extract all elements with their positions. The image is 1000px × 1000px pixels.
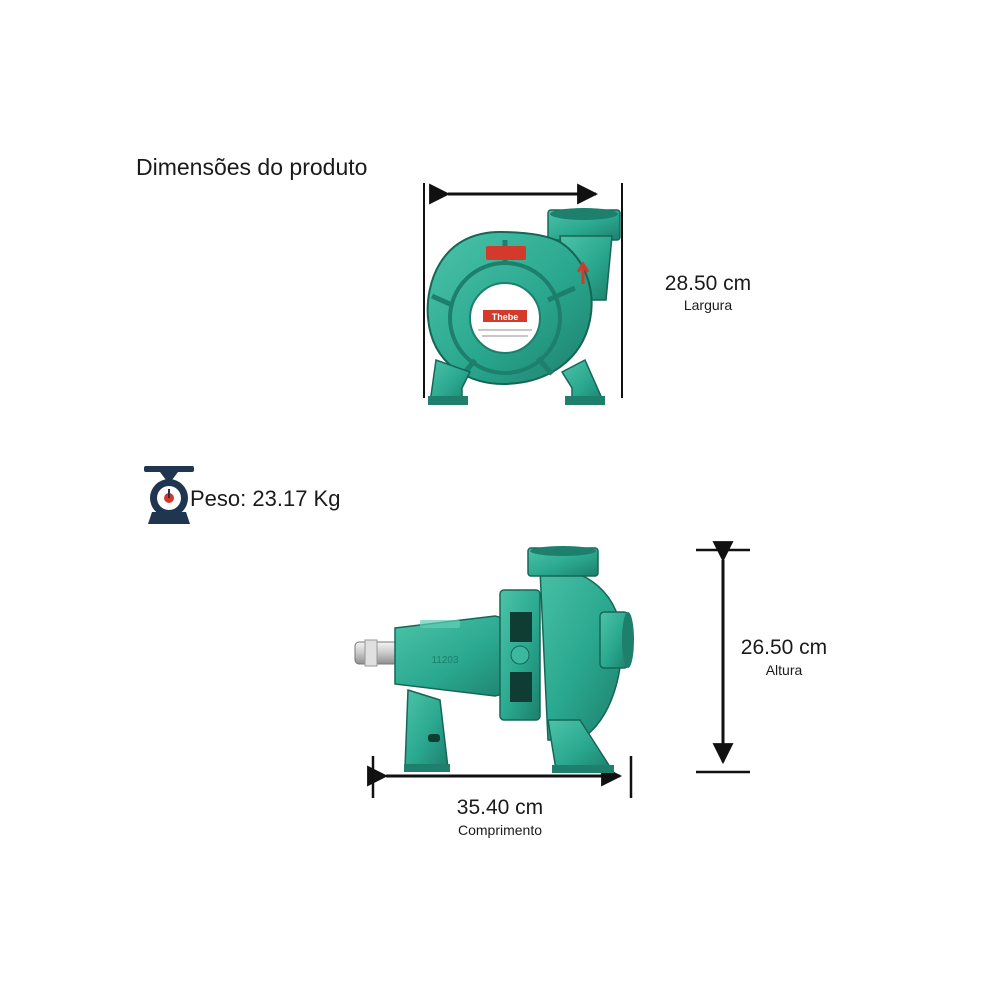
brand-badge: Thebe [492,312,519,322]
scale-icon [144,466,194,524]
svg-text:11203: 11203 [431,655,459,666]
width-value: 28.50 cm [664,272,752,295]
side-view-pump-image: 11203 [354,541,750,798]
front-view-pump-image: Thebe [423,183,623,405]
weight-label: Peso: 23.17 Kg [190,486,341,511]
length-caption: Comprimento [457,822,543,838]
height-caption: Altura [765,662,803,678]
width-caption: Largura [683,297,733,313]
length-value: 35.40 cm [456,796,544,819]
height-value: 26.50 cm [740,636,828,659]
page-title: Dimensões do produto [136,154,368,180]
